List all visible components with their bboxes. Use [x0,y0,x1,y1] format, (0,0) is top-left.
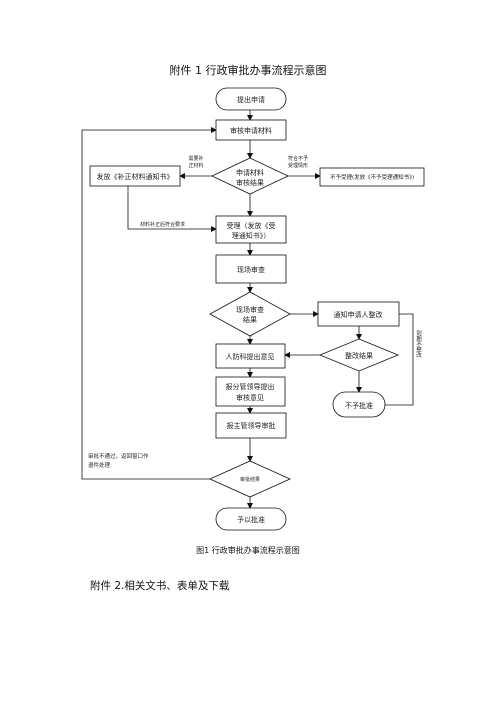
node-supplement-notice-label: 发放《补正材料通知书》 [97,172,174,181]
node-review-materials [215,119,287,141]
node-approval-decision-label: 审批结果 [240,476,260,483]
node-not-approved-label: 不予批准 [345,401,373,410]
node-site-decision-label-2: 结果 [243,315,257,324]
edge-label-rejected-2: 退件处理 [88,461,111,469]
node-grant-label: 予以批准 [237,515,265,524]
node-site-inspection-label: 现场审查 [237,265,265,274]
node-reject-notice-label: 不予受理(发放《不予受理通知书》) [330,173,414,181]
edge-overdue [385,313,414,406]
edge-supplement-accept [127,186,217,232]
node-civil-opinion-label: 人防科提出意见 [226,352,275,361]
node-accept [215,215,287,244]
node-review-decision-label-2: 审核结果 [236,178,264,187]
node-site-decision-label-1: 现场审查 [236,305,264,314]
node-not-approved [332,391,386,418]
node-approval-decision [209,460,291,498]
edge-approval-return [81,127,217,480]
node-main-leader [215,412,287,439]
node-leader-opinion-label-1: 报分管领导提出 [226,382,275,391]
node-site-inspection [215,254,287,284]
node-reject-notice [319,167,425,187]
node-review-materials-label: 审核申请材料 [230,126,272,135]
figure-caption: 图1 行政审批办事流程示意图 [196,546,300,555]
appendix-2-heading: 附件 2.相关文书、表单及下载 [90,580,230,592]
page-title: 附件 1 行政审批办事流程示意图 [169,64,327,77]
node-accept-label-2: 理通知书》） [232,231,271,240]
node-leader-opinion-label-2: 审核意见 [236,393,264,402]
node-leader-opinion [215,376,286,407]
edge-label-rejected-1: 审批不通过，返回窗口作 [88,452,149,460]
node-civil-opinion [215,343,286,369]
edge-label-not-meet-2: 受理情形 [288,162,308,169]
edge-label-supplement-ok: 材料补正后符合要求 [140,221,185,228]
edge-label-need-supplement-2: 正材料 [188,162,203,169]
node-notify-rectify [317,301,400,327]
node-notify-rectify-label: 通知申请人整改 [334,310,383,319]
node-supplement-notice [89,165,181,187]
edge-label-need-supplement-1: 需要补 [188,155,203,162]
node-site-decision [209,291,291,337]
node-rectify-decision-label: 整改结果 [345,351,373,360]
node-review-decision [211,157,289,195]
edge-label-not-meet-1: 符合不予 [288,155,308,162]
node-accept-label-1: 受理（发放《受 [227,221,276,230]
node-apply [215,87,287,111]
node-review-decision-label-1: 申请材料 [236,168,264,177]
node-rectify-decision [318,338,400,372]
node-main-leader-label: 报主管领导审批 [227,421,276,430]
node-grant [215,507,287,531]
edge-label-overdue: 到期不整改 [415,330,422,359]
node-apply-label: 提出申请 [237,95,265,104]
